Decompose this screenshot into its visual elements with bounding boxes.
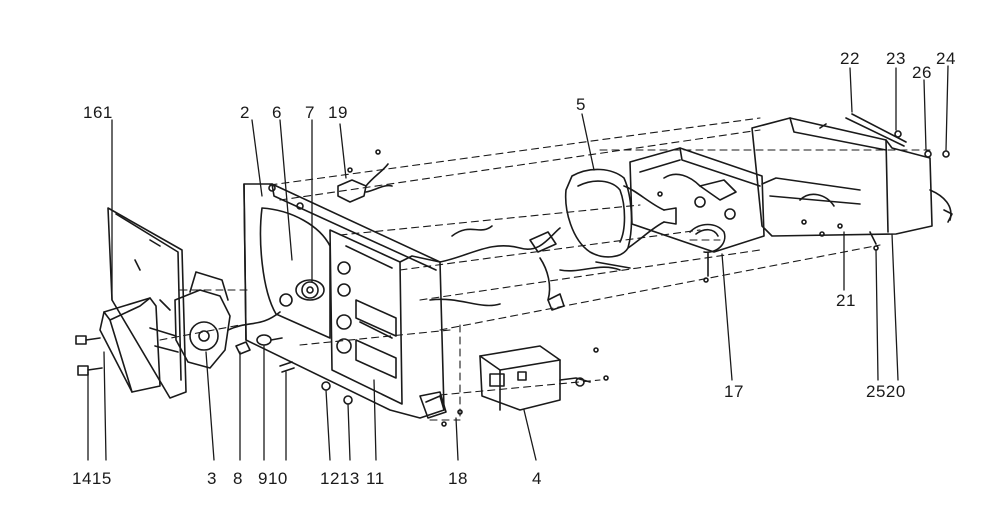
callout-16-1: 161 [83, 103, 113, 122]
rear-cabinet-part [751, 117, 953, 251]
lower-bracket-part [419, 391, 463, 427]
callout-5: 5 [576, 95, 586, 114]
callout-14-15: 1415 [72, 469, 112, 488]
callout-25-20: 2520 [866, 382, 906, 401]
small-bracket-part [337, 149, 393, 203]
callout-22: 22 [840, 49, 860, 68]
callout-23: 23 [886, 49, 906, 68]
callout-4: 4 [532, 469, 542, 488]
callout-2: 2 [240, 103, 250, 122]
callout-24: 24 [936, 49, 956, 68]
front-bezel-part [243, 183, 445, 419]
callout-12-13: 1213 [320, 469, 360, 488]
callout-3: 3 [207, 469, 217, 488]
callout-6: 6 [272, 103, 282, 122]
callout-7: 7 [305, 103, 315, 122]
leader-lines [87, 65, 949, 461]
wire-harness-part [429, 225, 631, 311]
circuit-board-part [107, 207, 187, 399]
picture-tube-part [564, 168, 677, 258]
main-chassis-part [629, 147, 765, 283]
callout-17: 17 [724, 382, 744, 401]
antenna-part [819, 113, 950, 158]
callout-26: 26 [912, 63, 932, 82]
cover-box-part [75, 297, 161, 393]
callout-9-10: 910 [258, 469, 288, 488]
transformer-box-part [479, 345, 609, 411]
callout-18: 18 [448, 469, 468, 488]
tuner-bracket-part [149, 271, 281, 369]
callout-21: 21 [836, 291, 856, 310]
callout-8: 8 [233, 469, 243, 488]
callout-11: 11 [366, 469, 385, 488]
callout-19: 19 [328, 103, 348, 122]
